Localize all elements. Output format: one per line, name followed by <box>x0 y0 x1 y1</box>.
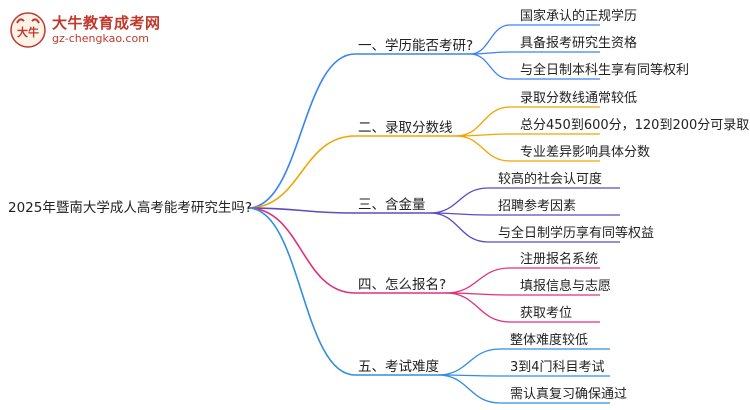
leaf-1-2: 具备报考研究生资格 <box>520 36 638 51</box>
leaf-2-3: 专业差异影响具体分数 <box>520 145 651 160</box>
site-url: gz-chengkao.com <box>52 32 149 45</box>
branch-label-4: 四、怎么报名? <box>358 277 447 293</box>
leaf-connector-3-3 <box>429 212 489 243</box>
leaf-2-2: 总分450到600分，120到200分可录取 <box>520 118 750 133</box>
leaf-connector-2-1 <box>455 106 511 137</box>
leaf-3-2: 招聘参考因素 <box>498 199 577 214</box>
leaf-5-2: 3到4门科目考试 <box>510 360 605 375</box>
leaf-1-1: 国家承认的正规学历 <box>520 9 638 24</box>
leaf-connector-2-3 <box>455 135 511 162</box>
branch-connector-2 <box>247 135 356 209</box>
leaf-3-1: 较高的社会认可度 <box>498 172 603 187</box>
leaf-connector-3-1 <box>429 187 489 214</box>
leaf-5-3: 需认真复习确保通过 <box>510 387 628 402</box>
branch-connector-3 <box>247 207 356 214</box>
branch-label-3: 三、含金量 <box>358 197 426 213</box>
leaf-4-2: 填报信息与志愿 <box>520 279 612 294</box>
site-logo: 大牛 大牛教育成考网 gz-chengkao.com <box>8 10 168 54</box>
branch-label-1: 一、学历能否考研? <box>358 38 474 54</box>
root-topic: 2025年暨南大学成人高考能考研究生吗? <box>8 200 253 216</box>
site-name: 大牛教育成考网 <box>52 14 161 32</box>
leaf-connector-4-3 <box>445 292 511 323</box>
leaf-connector-1-3 <box>469 53 511 80</box>
leaf-5-1: 整体难度较低 <box>510 333 589 348</box>
ox-mascot-icon: 大牛 <box>10 12 46 48</box>
leaf-1-3: 与全日制本科生享有同等权利 <box>520 63 690 78</box>
leaf-4-3: 获取考位 <box>520 306 573 321</box>
leaf-4-1: 注册报名系统 <box>520 252 599 267</box>
leaf-connector-4-1 <box>445 267 511 294</box>
branch-connector-5 <box>247 207 356 376</box>
leaf-2-1: 录取分数线通常较低 <box>520 91 638 106</box>
branch-connector-1 <box>247 53 356 209</box>
branch-label-2: 二、录取分数线 <box>358 120 453 136</box>
branch-label-5: 五、考试难度 <box>358 359 439 375</box>
leaf-connector-5-1 <box>437 348 501 376</box>
branch-connector-4 <box>247 207 356 294</box>
leaf-connector-1-1 <box>469 24 511 55</box>
leaf-3-3: 与全日制学历享有同等权益 <box>498 226 655 241</box>
logo-mark-text: 大牛 <box>17 25 39 39</box>
leaf-connector-5-3 <box>437 374 501 404</box>
